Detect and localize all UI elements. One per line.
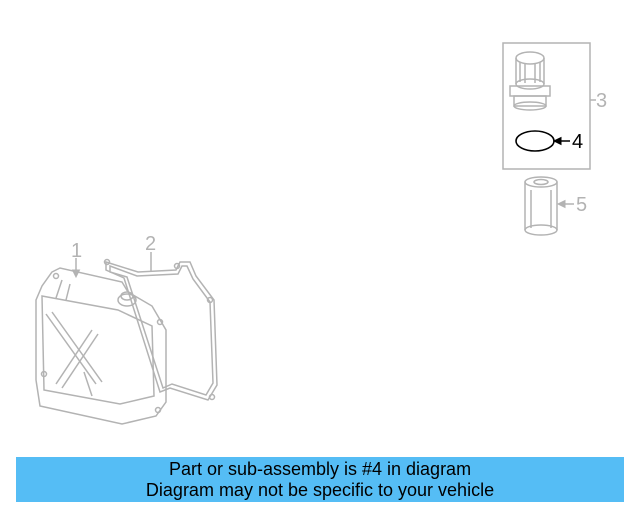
banner-line-part: Part or sub-assembly is #4 in diagram xyxy=(168,459,472,479)
filter-housing-group-box xyxy=(502,42,591,170)
filter-element xyxy=(524,176,558,236)
callout-4-arrow xyxy=(552,136,570,146)
o-ring xyxy=(515,130,555,152)
gasket xyxy=(103,258,218,401)
callout-4: 4 xyxy=(572,131,583,153)
filter-housing-cap xyxy=(509,51,551,111)
callout-5-arrow xyxy=(556,199,574,209)
callout-5: 5 xyxy=(576,194,587,216)
callout-1-arrow xyxy=(71,258,81,279)
callout-3: 3 xyxy=(596,90,607,112)
callout-2: 2 xyxy=(145,233,156,255)
banner-line-disclaimer: Diagram may not be specific to your vehi… xyxy=(145,480,495,500)
callout-1: 1 xyxy=(71,240,82,262)
oil-pan xyxy=(35,267,167,425)
info-banner: Part or sub-assembly is #4 in diagram Di… xyxy=(16,457,624,502)
